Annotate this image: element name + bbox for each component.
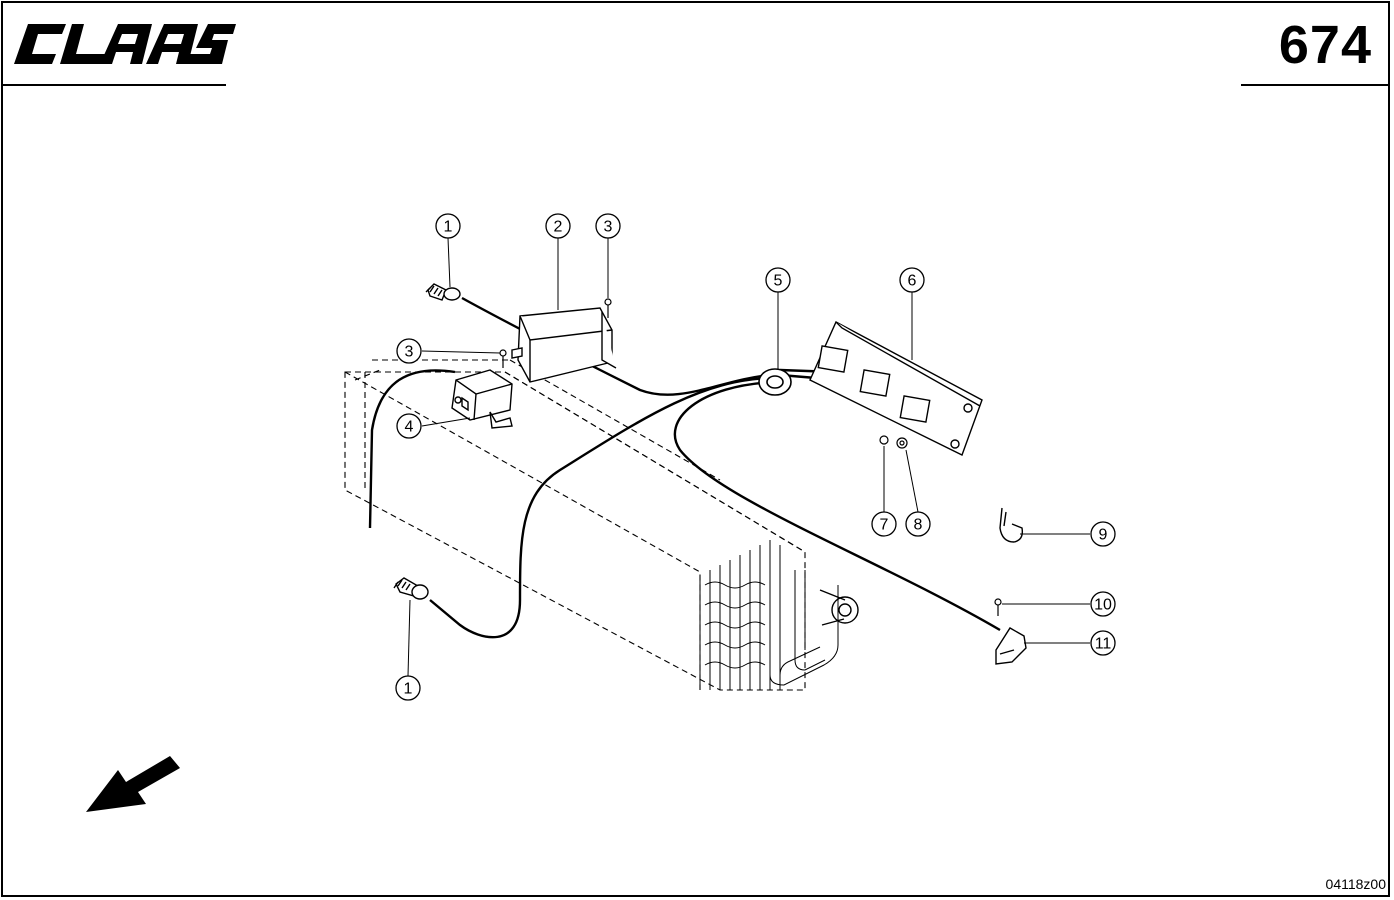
callout-11 [1090, 630, 1116, 656]
callout-3-left [396, 338, 422, 364]
drawing-id: 04118z00 [1325, 876, 1386, 892]
callout-label: 8 [914, 517, 923, 534]
callout-label: 3 [405, 344, 414, 361]
temperature-sensor-top [425, 283, 461, 301]
cable-clip [999, 507, 1024, 543]
header-rule-left [2, 84, 226, 86]
valve-fitting-inner [838, 603, 852, 617]
washer [896, 437, 908, 449]
grommet [758, 368, 792, 396]
callout-6 [899, 267, 925, 293]
header-rule-right [1241, 84, 1389, 86]
callout-5 [765, 267, 791, 293]
callout-label: 4 [405, 419, 414, 436]
callouts [395, 213, 1116, 701]
page-number: 674 [1278, 15, 1372, 75]
callout-7 [871, 511, 897, 537]
direction-arrow-icon [86, 756, 180, 812]
callout-label: 7 [880, 517, 889, 534]
callout-label: 9 [1099, 527, 1108, 544]
screw-left [499, 349, 507, 368]
callout-4 [396, 413, 422, 439]
callout-label: 2 [554, 219, 563, 236]
evaporator-fins [699, 540, 839, 690]
leader-lines [407, 237, 1090, 677]
callout-10 [1090, 591, 1116, 617]
evaporator-unit [344, 359, 806, 691]
callout-1-top [435, 213, 461, 239]
nut [879, 435, 889, 445]
callout-label: 6 [908, 273, 917, 290]
temperature-sensor-bottom [393, 577, 429, 600]
wiring-harness [368, 296, 1001, 639]
thermostat-switch [451, 369, 513, 429]
callout-1-bottom [395, 675, 421, 701]
valve-fitting [831, 596, 859, 624]
screw-clip [994, 598, 1002, 616]
screw-top [604, 298, 612, 318]
callout-label: 3 [604, 219, 613, 236]
callout-label: 10 [1094, 597, 1112, 614]
mounting-bracket [995, 627, 1027, 665]
callout-label: 1 [404, 681, 413, 698]
control-unit [809, 321, 983, 456]
callout-9 [1090, 521, 1116, 547]
callout-8 [905, 511, 931, 537]
callout-label: 1 [444, 219, 453, 236]
callout-2 [545, 213, 571, 239]
callout-label: 11 [1095, 636, 1112, 653]
claas-logo [14, 24, 236, 64]
relay-box [511, 307, 617, 383]
callout-3-top [595, 213, 621, 239]
callout-label: 5 [774, 273, 783, 290]
